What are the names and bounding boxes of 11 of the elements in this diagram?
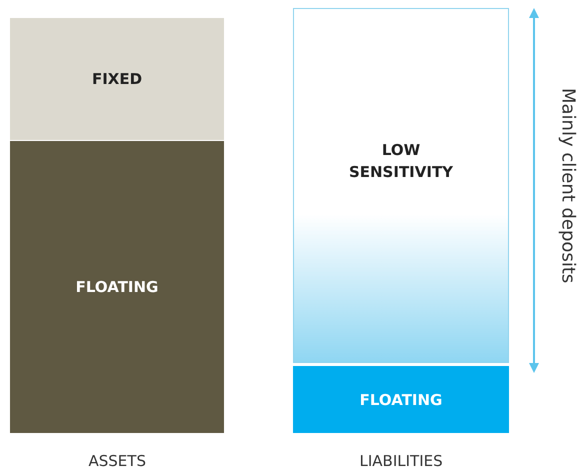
segment-block [10,141,224,433]
column-label: ASSETS [88,452,146,470]
segment-label: LOW SENSITIVITY [348,140,454,182]
column-label: LIABILITIES [360,452,443,470]
side-note: Mainly client deposits [558,88,578,283]
segment-block [10,18,224,140]
segment-block [293,8,509,363]
segment-label: FLOATING [76,277,158,298]
segment-block [293,366,509,433]
segment-label: FIXED [92,69,142,90]
segment-label: FLOATING [360,390,442,410]
